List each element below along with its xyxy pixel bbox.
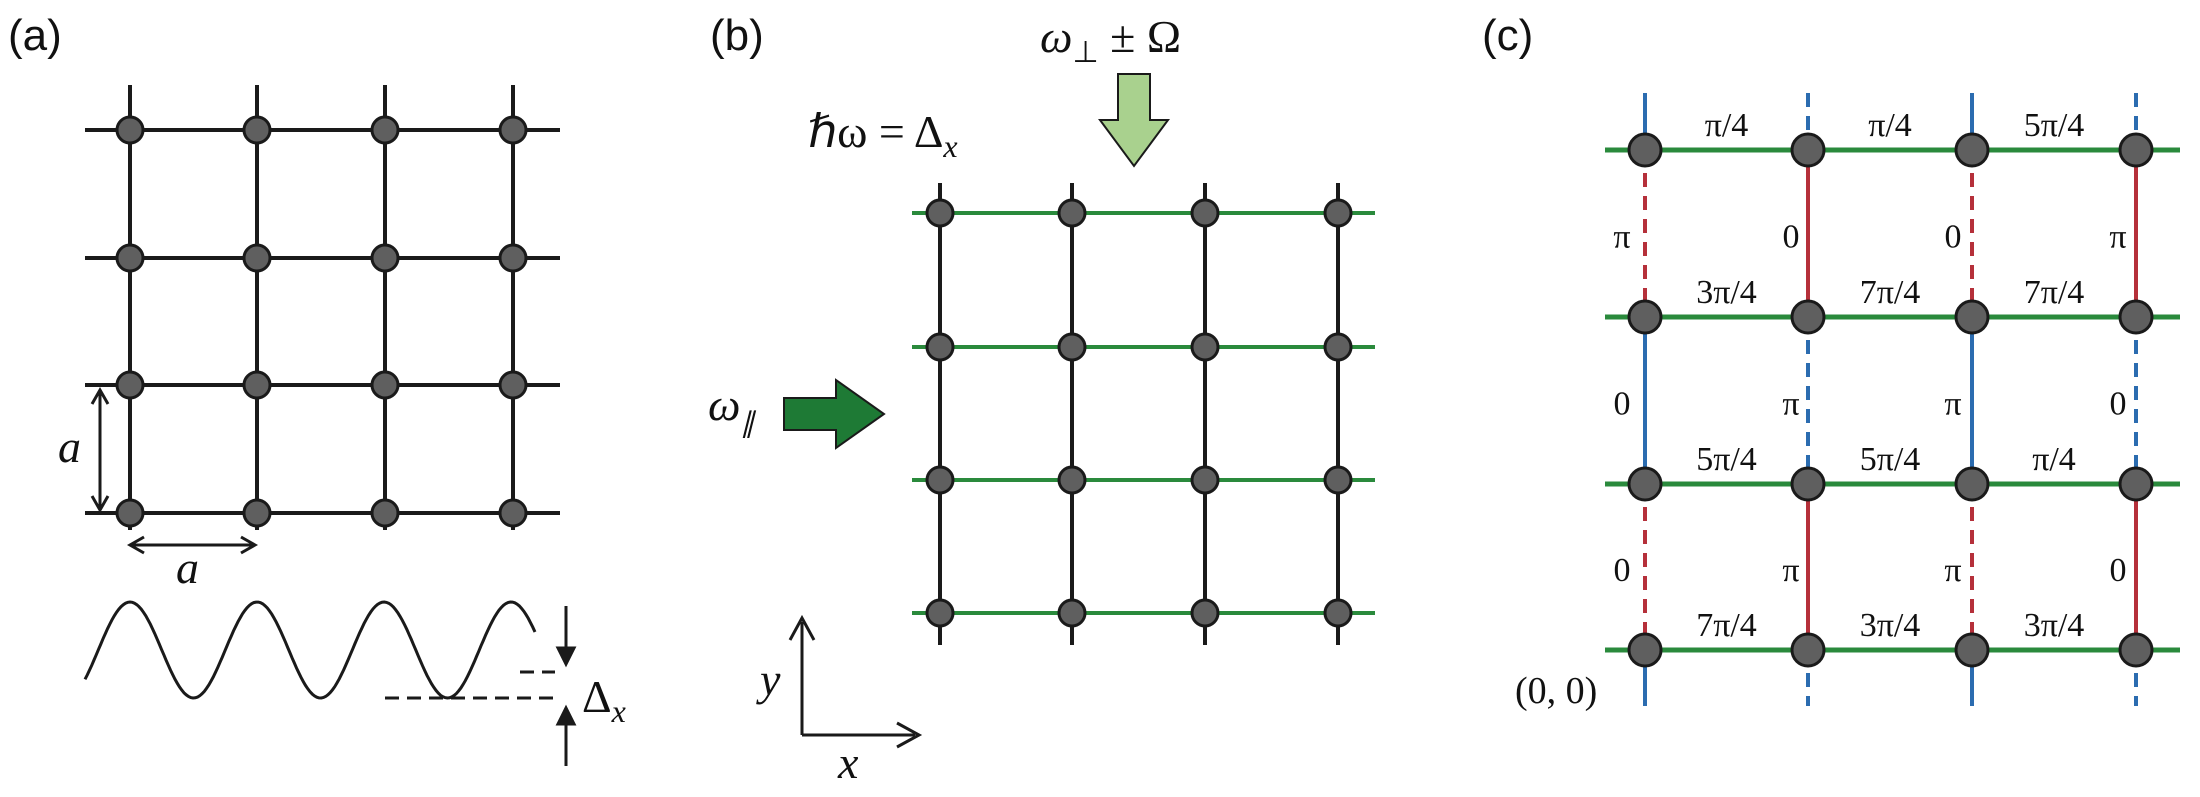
a-lattice-site <box>115 370 145 400</box>
c-horizontal-phase-label: π/4 <box>1868 107 1912 144</box>
c-lattice-site <box>1627 466 1663 502</box>
b-lattice-site <box>1190 198 1220 228</box>
c-lattice-site <box>2118 632 2154 668</box>
c-lattice-site <box>1790 132 1826 168</box>
c-vertical-phase-label: π <box>1944 552 1961 589</box>
a-lattice-site <box>370 498 400 528</box>
vertical-spacing-label: a <box>58 421 81 472</box>
coordinate-axes <box>788 614 923 749</box>
c-horizontal-phase-label: 5π/4 <box>2024 107 2085 144</box>
c-vertical-phase-label: 0 <box>2110 386 2127 423</box>
energy-resonance-label: ℏω = Δx <box>808 106 958 164</box>
depth-label: Δx <box>582 671 626 729</box>
c-lattice-site <box>1790 632 1826 668</box>
panel-a: (a) a a Δx <box>8 11 626 766</box>
horizontal-spacing-label: a <box>176 542 199 593</box>
c-horizontal-phase-label: 7π/4 <box>1696 607 1757 644</box>
c-vertical-phase-label: π <box>1782 552 1799 589</box>
panel-c-label: (c) <box>1482 11 1533 60</box>
panel-c: (c) π/4 π/4 5π/4 3π/4 7π/4 7π/4 5π/4 5π/4 π/4 7π/… <box>1482 11 2180 712</box>
c-horizontal-phase-label: 3π/4 <box>2024 607 2085 644</box>
a-lattice-site <box>242 370 272 400</box>
panel-b-lattice <box>912 183 1375 645</box>
c-lattice-site <box>1954 299 1990 335</box>
c-vertical-phase-label: π <box>1944 386 1961 423</box>
c-vertical-phase-label: π <box>2109 219 2126 256</box>
b-lattice-site <box>1057 198 1087 228</box>
a-lattice-site <box>242 243 272 273</box>
b-lattice-site <box>1190 465 1220 495</box>
c-lattice-site <box>1954 466 1990 502</box>
a-lattice-site <box>242 498 272 528</box>
a-lattice-site <box>115 498 145 528</box>
b-lattice-site <box>1190 332 1220 362</box>
c-lattice-site <box>1954 632 1990 668</box>
panel-a-label: (a) <box>8 11 62 60</box>
c-lattice-site <box>1627 132 1663 168</box>
depth-arrows <box>555 606 577 766</box>
c-horizontal-phase-label: 5π/4 <box>1696 441 1757 478</box>
panel-a-lattice <box>85 85 560 530</box>
c-horizontal-phase-label: 7π/4 <box>2024 274 2085 311</box>
panel-b-label: (b) <box>710 11 764 60</box>
b-lattice-site <box>1323 198 1353 228</box>
a-lattice-site <box>115 115 145 145</box>
c-lattice-site <box>2118 132 2154 168</box>
c-vertical-phase-label: 0 <box>1783 219 1800 256</box>
b-lattice-site <box>1323 332 1353 362</box>
a-lattice-site <box>498 498 528 528</box>
b-lattice-site <box>1057 465 1087 495</box>
b-lattice-site <box>1323 465 1353 495</box>
horizontal-spacing-arrow <box>126 535 259 555</box>
parallel-drive-arrow <box>783 378 886 450</box>
c-lattice-site <box>1627 632 1663 668</box>
c-lattice-site <box>2118 466 2154 502</box>
origin-label: (0, 0) <box>1515 670 1597 712</box>
b-lattice-site <box>925 332 955 362</box>
a-lattice-site <box>498 243 528 273</box>
c-lattice-site <box>1954 132 1990 168</box>
c-lattice-site <box>2118 299 2154 335</box>
b-lattice-site <box>1190 598 1220 628</box>
c-horizontal-phase-label: 3π/4 <box>1696 274 1757 311</box>
a-lattice-site <box>115 243 145 273</box>
c-horizontal-phase-label: 3π/4 <box>1860 607 1921 644</box>
b-lattice-site <box>925 465 955 495</box>
a-lattice-site <box>498 370 528 400</box>
b-lattice-site <box>1057 332 1087 362</box>
c-vertical-phase-label: 0 <box>1614 552 1631 589</box>
x-axis-label: x <box>837 737 859 788</box>
a-lattice-site <box>370 370 400 400</box>
a-lattice-site <box>370 243 400 273</box>
c-vertical-phase-label: 0 <box>1945 219 1962 256</box>
b-lattice-site <box>925 598 955 628</box>
perp-drive-arrow <box>1098 73 1170 168</box>
c-horizontal-phase-label: 7π/4 <box>1860 274 1921 311</box>
y-axis-label: y <box>756 654 781 705</box>
c-vertical-phase-label: 0 <box>1614 386 1631 423</box>
potential-wave-curve <box>83 600 537 700</box>
b-lattice-site <box>925 198 955 228</box>
a-lattice-site <box>498 115 528 145</box>
panel-b: (b) ω⊥ ± Ω ℏω = Δx ω∥ y x <box>708 11 1375 788</box>
a-lattice-site <box>242 115 272 145</box>
b-lattice-site <box>1323 598 1353 628</box>
c-lattice-site <box>1790 466 1826 502</box>
a-lattice-site <box>370 115 400 145</box>
c-horizontal-phase-label: 5π/4 <box>1860 441 1921 478</box>
parallel-drive-label: ω∥ <box>708 379 756 439</box>
c-vertical-phase-label: π <box>1613 219 1630 256</box>
c-lattice-site <box>1790 299 1826 335</box>
c-vertical-phase-label: 0 <box>2110 552 2127 589</box>
b-lattice-site <box>1057 598 1087 628</box>
c-lattice-site <box>1627 299 1663 335</box>
panel-c-lattice: π/4 π/4 5π/4 3π/4 7π/4 7π/4 5π/4 5π/4 π/4 7π/4 3π/… <box>1605 93 2180 706</box>
vertical-spacing-arrow <box>90 386 110 514</box>
c-horizontal-phase-label: π/4 <box>2032 441 2076 478</box>
c-horizontal-phase-label: π/4 <box>1705 107 1749 144</box>
perp-drive-label: ω⊥ ± Ω <box>1040 11 1181 69</box>
c-vertical-phase-label: π <box>1782 386 1799 423</box>
